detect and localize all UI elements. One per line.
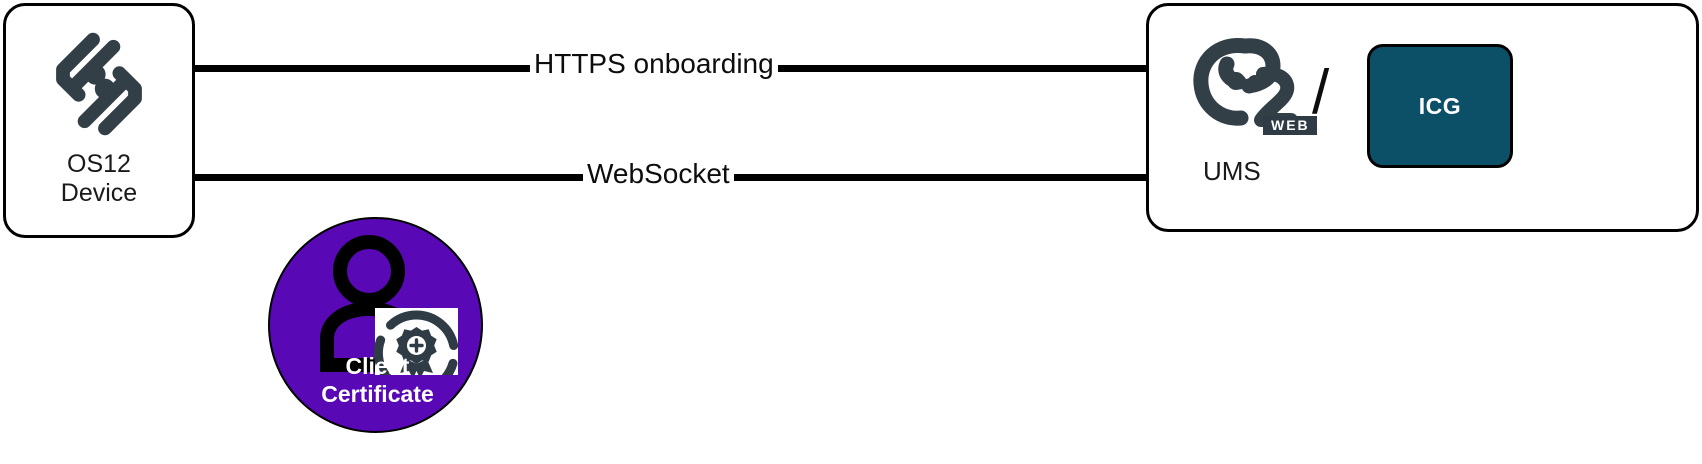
ums-swirl-logo-icon [1193,38,1298,127]
client-certificate-label: Client Certificate [270,352,485,408]
os12-chain-logo-icon [56,32,142,136]
os12-content: OS12 Device [6,6,192,235]
ums-icg-separator: / [1312,58,1330,127]
client-certificate-label-line1: Client [345,353,410,379]
client-certificate-label-line2: Certificate [321,381,434,408]
os12-label-line2: Device [60,178,138,207]
edge-label-websocket: WebSocket [583,160,734,188]
ums-label: UMS [1203,156,1261,186]
client-certificate-art [320,235,459,375]
node-icg[interactable]: ICG [1367,44,1513,168]
icg-label: ICG [1418,92,1462,119]
node-client-certificate[interactable]: Client Certificate [268,217,483,433]
os12-label-line1: OS12 [67,150,131,178]
ums-web-badge: WEB [1263,116,1317,135]
edge-label-https-onboarding: HTTPS onboarding [530,50,778,78]
node-os12-device[interactable]: OS12 Device [3,3,195,238]
os12-label: OS12 Device [61,150,137,208]
certificate-ribbon-icon [373,310,459,375]
ums-logo-group: WEB [1187,28,1347,148]
